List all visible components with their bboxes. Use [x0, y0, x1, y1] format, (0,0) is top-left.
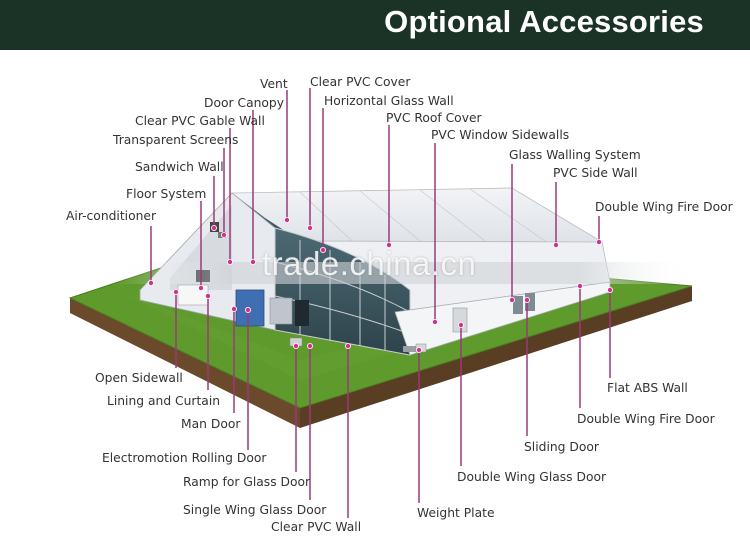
label-transparent-screens: Transparent Screens — [113, 133, 239, 147]
label-pvc-roof-cover: PVC Roof Cover — [386, 111, 482, 125]
label-clear-pvc-gable-wall: Clear PVC Gable Wall — [135, 114, 265, 128]
label-glass-walling-system: Glass Walling System — [509, 148, 641, 162]
label-double-wing-fire-door-top: Double Wing Fire Door — [595, 200, 733, 214]
label-double-wing-glass-door: Double Wing Glass Door — [457, 470, 607, 484]
label-horizontal-glass-wall: Horizontal Glass Wall — [324, 94, 454, 108]
label-double-wing-fire-door-bottom: Double Wing Fire Door — [577, 412, 715, 426]
watermark-text: trade.china.cn — [262, 245, 477, 282]
label-weight-plate: Weight Plate — [417, 506, 495, 520]
label-door-canopy: Door Canopy — [204, 96, 285, 110]
label-air-conditioner: Air-conditioner — [66, 209, 157, 223]
label-man-door: Man Door — [181, 417, 241, 431]
leader-lines — [150, 88, 611, 518]
label-ramp-for-glass-door: Ramp for Glass Door — [183, 475, 311, 489]
watermark-band — [115, 262, 695, 284]
label-pvc-side-wall: PVC Side Wall — [553, 166, 638, 180]
label-open-sidewall: Open Sidewall — [95, 371, 183, 385]
label-clear-pvc-wall: Clear PVC Wall — [271, 520, 362, 534]
label-single-wing-glass-door: Single Wing Glass Door — [183, 503, 327, 517]
label-electromotion-rolling-door: Electromotion Rolling Door — [102, 451, 267, 465]
label-sliding-door: Sliding Door — [524, 440, 599, 454]
label-lining-and-curtain: Lining and Curtain — [107, 394, 221, 408]
callout-markers — [147, 216, 614, 353]
label-pvc-window-sidewalls: PVC Window Sidewalls — [431, 128, 570, 142]
label-vent: Vent — [260, 77, 288, 91]
header-banner: Optional Accessories — [0, 0, 750, 50]
label-flat-abs-wall: Flat ABS Wall — [607, 381, 688, 395]
label-sandwich-wall: Sandwich Wall — [135, 160, 224, 174]
label-clear-pvc-cover: Clear PVC Cover — [310, 75, 411, 89]
label-floor-system: Floor System — [126, 187, 207, 201]
page-title: Optional Accessories — [384, 4, 704, 39]
